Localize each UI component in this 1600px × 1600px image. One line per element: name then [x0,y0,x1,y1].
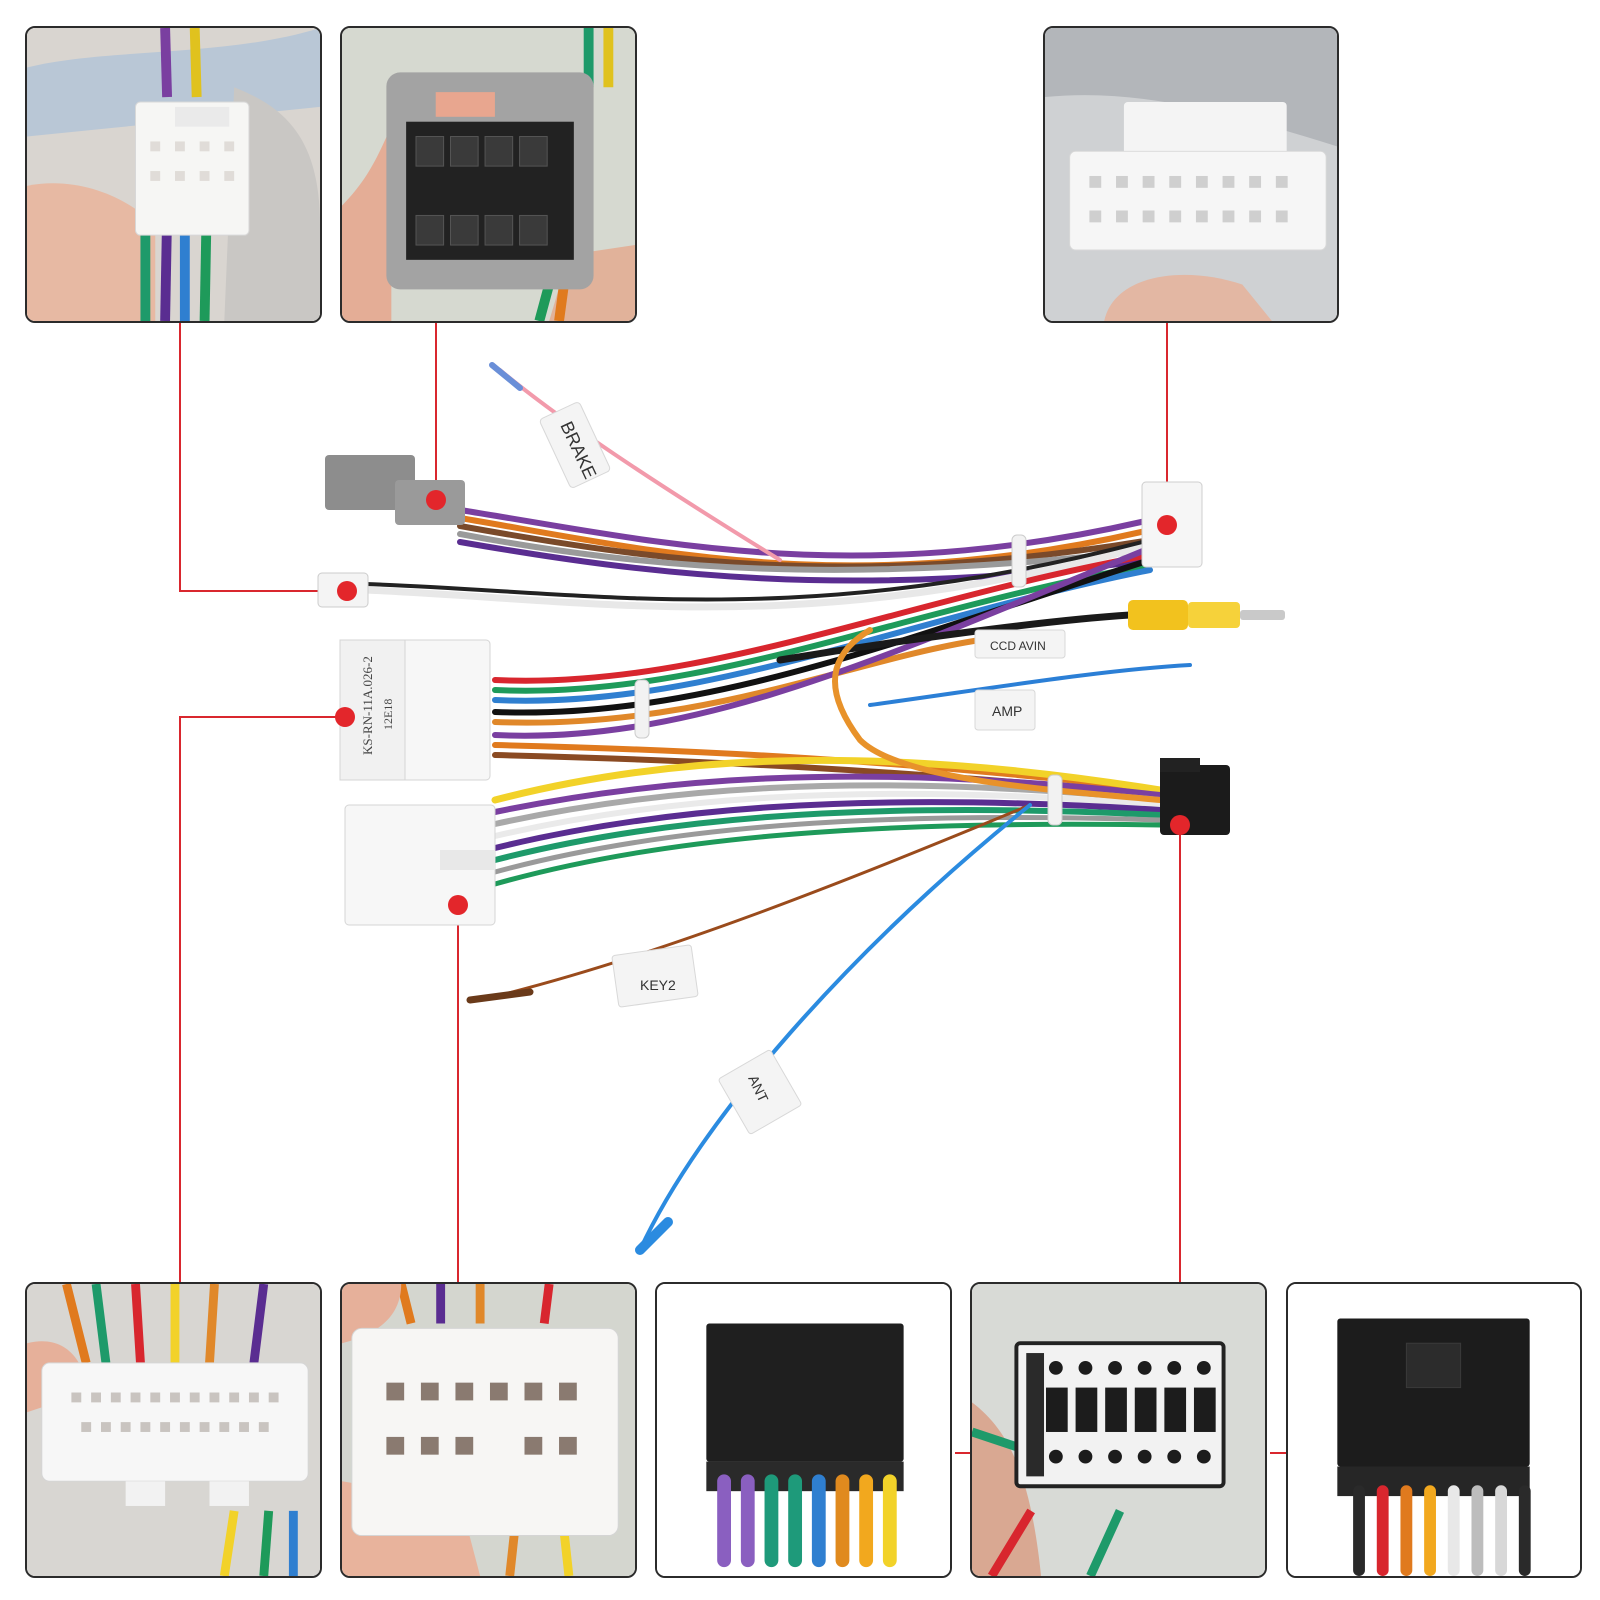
closeup-black-connector-back [1286,1282,1582,1578]
callout-dots [335,490,1190,915]
closeup-image [657,1284,950,1576]
closeup-white-16pin-connector [340,1282,637,1578]
svg-text:KEY2: KEY2 [640,977,676,993]
callout-lines [179,322,1290,1454]
grey-connector [325,455,465,525]
rca-connector [1128,600,1285,630]
svg-text:CCD AVIN: CCD AVIN [990,639,1046,653]
closeup-image [972,1284,1265,1576]
closeup-image [1045,28,1337,321]
closeup-grey-connector [340,26,637,323]
lower-white-connector [344,804,496,926]
closeup-white-20pin-connector [1043,26,1339,323]
closeup-image [342,28,635,321]
tag-ant: ANT [718,1049,802,1135]
connector-print-1: KS-RN-11A.026-2 [360,656,375,755]
svg-text:AMP: AMP [992,703,1022,719]
closeup-image [27,28,320,321]
closeup-image [27,1284,320,1576]
closeup-white-24pin-connector [25,1282,322,1578]
closeup-black-connector-side [655,1282,952,1578]
connector-print-2: 12E18 [381,699,395,730]
closeup-image [1288,1284,1580,1576]
tag-amp: AMP [974,689,1036,731]
tag-ccd-avin: CCD AVIN [974,629,1066,659]
closeup-small-white-connector [25,26,322,323]
tag-key2: KEY2 [611,944,699,1008]
middle-white-connector: KS-RN-11A.026-2 12E18 [339,639,491,781]
closeup-black-16pin-connector [970,1282,1267,1578]
closeup-image [342,1284,635,1576]
cable-ties [634,534,1063,826]
wire-bundle [361,362,1192,1255]
